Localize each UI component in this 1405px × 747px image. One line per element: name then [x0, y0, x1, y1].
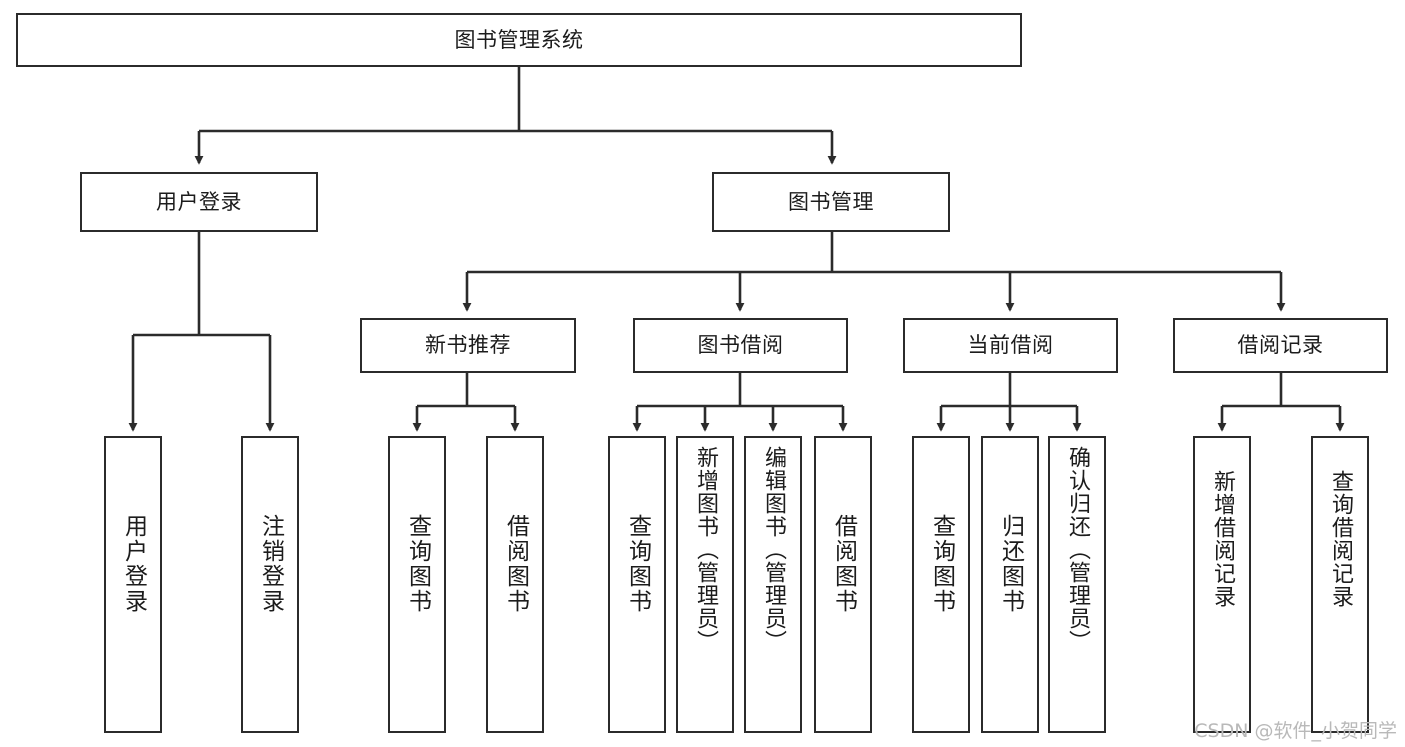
- leaf-edit-book-label: 编辑图书（管理员）: [761, 446, 786, 653]
- leaf-borrow-book-1[interactable]: 借阅图书: [486, 436, 544, 733]
- node-book-management-label: 图书管理: [788, 189, 874, 214]
- leaf-query-book-1-label: 查询图书: [404, 514, 431, 614]
- node-user-login[interactable]: 用户登录: [80, 172, 318, 232]
- node-new-book-recommend[interactable]: 新书推荐: [360, 318, 576, 373]
- watermark-text: CSDN @软件_小贺同学: [1194, 720, 1397, 742]
- leaf-confirm-return-label: 确认归还（管理员）: [1065, 446, 1090, 653]
- leaf-query-record-label: 查询借阅记录: [1328, 470, 1353, 608]
- leaf-query-book-3-label: 查询图书: [928, 514, 955, 614]
- leaf-add-record-label: 新增借阅记录: [1210, 470, 1235, 608]
- node-book-management[interactable]: 图书管理: [712, 172, 950, 232]
- node-user-login-label: 用户登录: [156, 189, 242, 214]
- leaf-add-book-label: 新增图书（管理员）: [693, 446, 718, 653]
- leaf-edit-book[interactable]: 编辑图书（管理员）: [744, 436, 802, 733]
- node-root-label: 图书管理系统: [454, 27, 584, 52]
- leaf-return-book-label: 归还图书: [997, 514, 1024, 614]
- leaf-user-login-label: 用户登录: [120, 514, 147, 614]
- leaf-query-book-2[interactable]: 查询图书: [608, 436, 666, 733]
- leaf-borrow-book-1-label: 借阅图书: [502, 514, 529, 614]
- leaf-logout-label: 注销登录: [257, 514, 284, 614]
- leaf-borrow-book-2-label: 借阅图书: [830, 514, 857, 614]
- leaf-borrow-book-2[interactable]: 借阅图书: [814, 436, 872, 733]
- leaf-query-record[interactable]: 查询借阅记录: [1311, 436, 1369, 733]
- leaf-query-book-2-label: 查询图书: [624, 514, 651, 614]
- leaf-user-login[interactable]: 用户登录: [104, 436, 162, 733]
- node-new-book-recommend-label: 新书推荐: [425, 333, 511, 358]
- node-borrow-record-label: 借阅记录: [1237, 333, 1324, 358]
- node-book-borrow-label: 图书借阅: [697, 333, 784, 358]
- leaf-add-record[interactable]: 新增借阅记录: [1193, 436, 1251, 733]
- leaf-query-book-1[interactable]: 查询图书: [388, 436, 446, 733]
- node-root[interactable]: 图书管理系统: [16, 13, 1022, 67]
- node-borrow-record[interactable]: 借阅记录: [1173, 318, 1388, 373]
- node-current-borrow[interactable]: 当前借阅: [903, 318, 1118, 373]
- leaf-return-book[interactable]: 归还图书: [981, 436, 1039, 733]
- node-book-borrow[interactable]: 图书借阅: [633, 318, 848, 373]
- leaf-add-book[interactable]: 新增图书（管理员）: [676, 436, 734, 733]
- node-current-borrow-label: 当前借阅: [967, 333, 1054, 358]
- leaf-confirm-return[interactable]: 确认归还（管理员）: [1048, 436, 1106, 733]
- leaf-query-book-3[interactable]: 查询图书: [912, 436, 970, 733]
- leaf-logout[interactable]: 注销登录: [241, 436, 299, 733]
